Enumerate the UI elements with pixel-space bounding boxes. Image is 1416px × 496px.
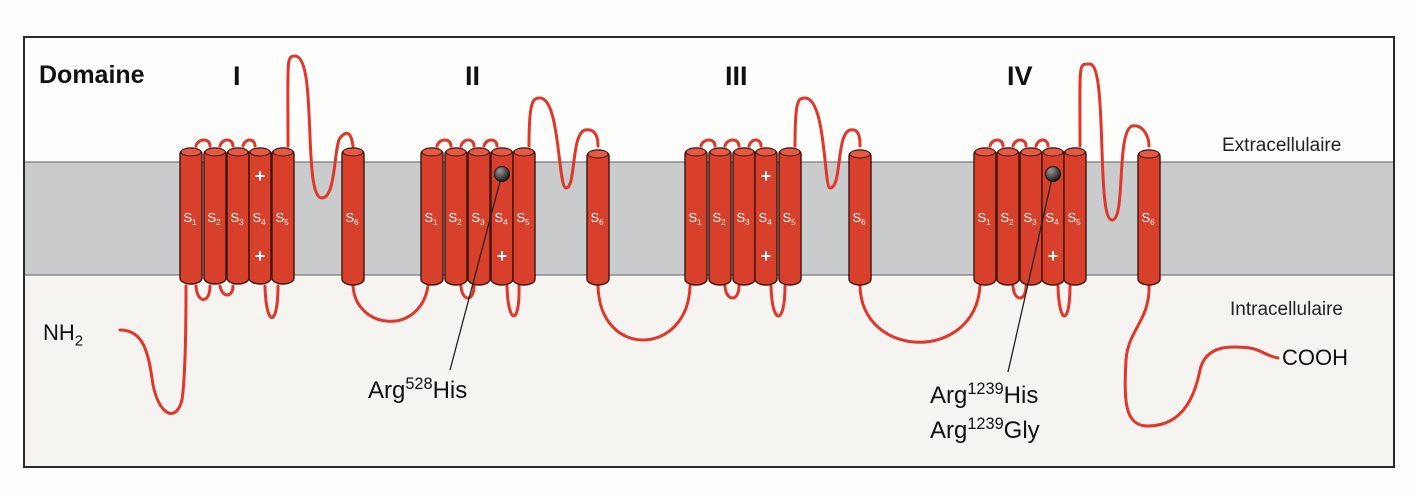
helix-s2: S2 — [708, 147, 732, 286]
helix-s5: S5 — [271, 147, 295, 285]
peptide-loop — [218, 284, 235, 297]
helix-s3: S3 — [732, 147, 756, 286]
helix-s1: S1 — [973, 147, 997, 286]
helix-s3: S3 — [467, 147, 491, 286]
positive-charge: + — [761, 166, 772, 186]
positive-charge: + — [1048, 246, 1059, 266]
c-terminus-label: COOH — [1282, 345, 1348, 370]
helix-s6: S6 — [586, 149, 610, 286]
helix-s6: S6 — [848, 149, 872, 286]
mutation-label-arg1239his: Arg1239His — [930, 381, 1039, 409]
peptide-loop — [218, 138, 235, 148]
extracellular-label: Extracellulaire — [1222, 135, 1342, 156]
helix-s5: S5 — [1063, 147, 1087, 286]
helix-s2: S2 — [444, 147, 468, 286]
domain-numeral-2: II — [465, 61, 481, 91]
peptide-loop — [241, 138, 257, 148]
peptide-loop — [527, 96, 600, 190]
peptide-loop — [286, 54, 355, 200]
helix-s2: S2 — [203, 147, 227, 285]
helix-s3: S3 — [1019, 147, 1043, 286]
peptide-loop — [459, 284, 476, 300]
peptide-loop — [118, 284, 188, 415]
positive-charge: + — [255, 246, 266, 266]
mutation-suffix: Gly — [1003, 417, 1040, 444]
positive-charge: + — [497, 246, 508, 266]
diagram-frame: S1S2S3S4++S5S6S1S2S3S4++S5S6S1S2S3S4++S5… — [23, 36, 1395, 468]
peptide-loop — [1056, 284, 1072, 318]
helix-s4: S4++ — [754, 147, 778, 286]
extracellular-region — [25, 38, 1393, 162]
peptide-loop — [435, 138, 453, 148]
helix-s6: S6 — [1137, 149, 1161, 286]
mutation-site-marker — [494, 166, 510, 182]
helix-s1: S1 — [179, 147, 203, 285]
mutation-prefix: Arg — [930, 417, 968, 444]
peptide-loop — [699, 138, 717, 148]
peptide-loop — [793, 96, 862, 190]
helix-s6: S6 — [341, 147, 365, 286]
mutation-prefix: Arg — [930, 382, 968, 409]
intracellular-label: Intracellulaire — [1230, 299, 1343, 320]
n-terminus-base: NH — [43, 320, 75, 345]
mutation-position: 1239 — [967, 415, 1004, 433]
mutation-pointer-line — [1007, 173, 1054, 373]
mutation-label-arg528his: Arg528His — [368, 376, 468, 404]
peptide-loop — [351, 284, 430, 323]
channel-diagram: S1S2S3S4++S5S6S1S2S3S4++S5S6S1S2S3S4++S5… — [25, 38, 1393, 428]
peptide-loop — [723, 138, 741, 148]
domain-header-label: Domaine — [39, 61, 145, 89]
positive-charge: + — [761, 246, 772, 266]
peptide-loop — [505, 284, 521, 318]
positive-charge: + — [255, 166, 266, 186]
n-terminus-subscript: 2 — [74, 332, 84, 350]
peptide-loop — [1011, 284, 1028, 300]
peptide-loop — [1011, 138, 1028, 148]
mutation-position: 528 — [405, 375, 433, 393]
helix-s1: S1 — [684, 147, 708, 286]
peptide-loop — [194, 138, 212, 148]
peptide-loop — [1123, 284, 1280, 428]
peptide-loop — [459, 138, 476, 148]
helix-s2: S2 — [996, 147, 1020, 286]
mutation-site-marker — [1045, 166, 1061, 182]
peptide-loop — [596, 284, 692, 342]
mutation-suffix: His — [432, 377, 468, 404]
mutation-position: 1239 — [967, 380, 1004, 398]
peptide-loop — [988, 138, 1005, 148]
helix-s3: S3 — [226, 147, 250, 285]
peptide-loop — [1078, 62, 1151, 222]
peptide-loop — [1034, 138, 1050, 148]
n-terminus-label: NH2 — [43, 320, 83, 349]
helix-s5: S5 — [778, 147, 802, 286]
peptide-loop — [482, 138, 499, 148]
peptide-loop — [194, 284, 212, 301]
peptide-loop — [858, 284, 982, 344]
peptide-loop — [723, 284, 741, 300]
mutation-label-arg1239gly: Arg1239Gly — [930, 416, 1040, 444]
mutation-prefix: Arg — [368, 377, 406, 404]
helix-s1: S1 — [420, 147, 444, 286]
mutation-suffix: His — [1003, 382, 1039, 409]
helix-s5: S5 — [512, 147, 536, 286]
peptide-loop — [263, 284, 280, 319]
peptide-loop — [747, 138, 763, 148]
domain-numeral-3: III — [725, 61, 748, 91]
domain-numeral-1: I — [233, 61, 241, 91]
peptide-chain — [118, 54, 1280, 428]
mutation-pointer-line — [449, 173, 503, 371]
peptide-loop — [769, 284, 787, 318]
domain-numeral-4: IV — [1007, 61, 1033, 91]
helix-s4: S4++ — [248, 147, 272, 285]
